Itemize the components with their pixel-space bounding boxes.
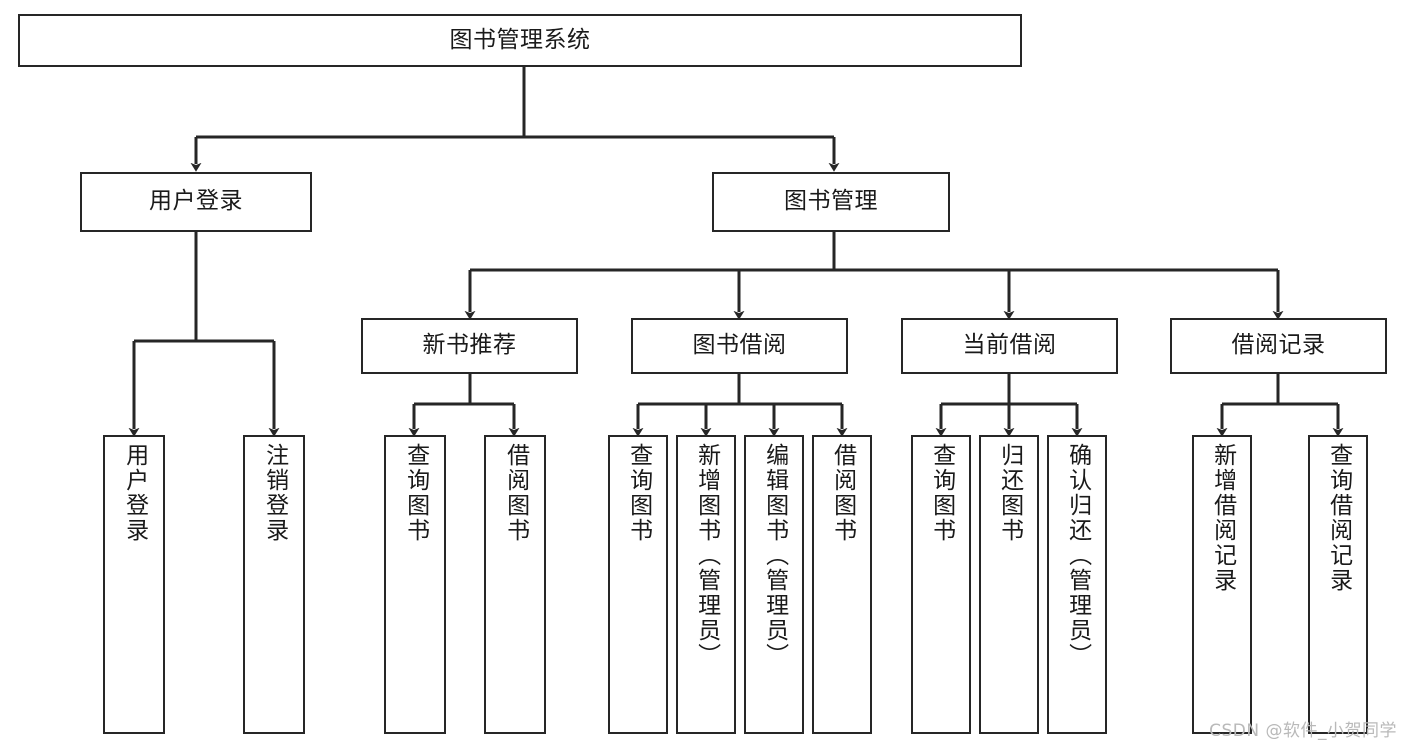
node-leaf-query-book-3[interactable]: 查询图书	[911, 435, 971, 734]
node-borrow-record[interactable]: 借阅记录	[1170, 318, 1387, 374]
node-current-borrow-label: 当前借阅	[962, 332, 1057, 359]
node-leaf-edit-book[interactable]: 编辑图书（管理员）	[744, 435, 804, 734]
node-leaf-query-book-2[interactable]: 查询图书	[608, 435, 668, 734]
node-leaf-return-book-label: 归还图书	[996, 443, 1023, 543]
node-root[interactable]: 图书管理系统	[18, 14, 1022, 67]
node-new-book-recommend-label: 新书推荐	[422, 332, 517, 359]
node-book-borrow[interactable]: 图书借阅	[631, 318, 848, 374]
node-leaf-confirm-return[interactable]: 确认归还（管理员）	[1047, 435, 1107, 734]
node-leaf-query-record[interactable]: 查询借阅记录	[1308, 435, 1368, 734]
node-leaf-borrow-book-1-label: 借阅图书	[502, 443, 529, 543]
node-leaf-return-book[interactable]: 归还图书	[979, 435, 1039, 734]
node-leaf-user-logout[interactable]: 注销登录	[243, 435, 305, 734]
node-root-label: 图书管理系统	[449, 26, 591, 53]
node-leaf-add-book-label: 新增图书（管理员）	[693, 443, 720, 668]
node-book-manage[interactable]: 图书管理	[712, 172, 950, 232]
node-leaf-user-logout-label: 注销登录	[261, 443, 288, 543]
node-leaf-query-record-label: 查询借阅记录	[1325, 443, 1352, 593]
node-user-login-label: 用户登录	[149, 188, 243, 215]
node-current-borrow[interactable]: 当前借阅	[901, 318, 1118, 374]
node-leaf-query-book-1-label: 查询图书	[402, 443, 429, 543]
node-leaf-user-login-label: 用户登录	[121, 443, 148, 543]
node-leaf-confirm-return-label: 确认归还（管理员）	[1064, 443, 1091, 668]
node-leaf-add-book[interactable]: 新增图书（管理员）	[676, 435, 736, 734]
node-leaf-query-book-3-label: 查询图书	[928, 443, 955, 543]
node-leaf-add-record-label: 新增借阅记录	[1209, 443, 1236, 593]
node-user-login[interactable]: 用户登录	[80, 172, 312, 232]
node-book-borrow-label: 图书借阅	[692, 332, 787, 359]
node-leaf-borrow-book-1[interactable]: 借阅图书	[484, 435, 546, 734]
node-leaf-query-book-2-label: 查询图书	[625, 443, 652, 543]
node-book-manage-label: 图书管理	[784, 188, 878, 215]
node-leaf-borrow-book-2-label: 借阅图书	[829, 443, 856, 543]
node-leaf-add-record[interactable]: 新增借阅记录	[1192, 435, 1252, 734]
node-leaf-borrow-book-2[interactable]: 借阅图书	[812, 435, 872, 734]
node-leaf-query-book-1[interactable]: 查询图书	[384, 435, 446, 734]
node-leaf-user-login[interactable]: 用户登录	[103, 435, 165, 734]
node-leaf-edit-book-label: 编辑图书（管理员）	[761, 443, 788, 668]
node-new-book-recommend[interactable]: 新书推荐	[361, 318, 578, 374]
node-borrow-record-label: 借阅记录	[1231, 332, 1326, 359]
